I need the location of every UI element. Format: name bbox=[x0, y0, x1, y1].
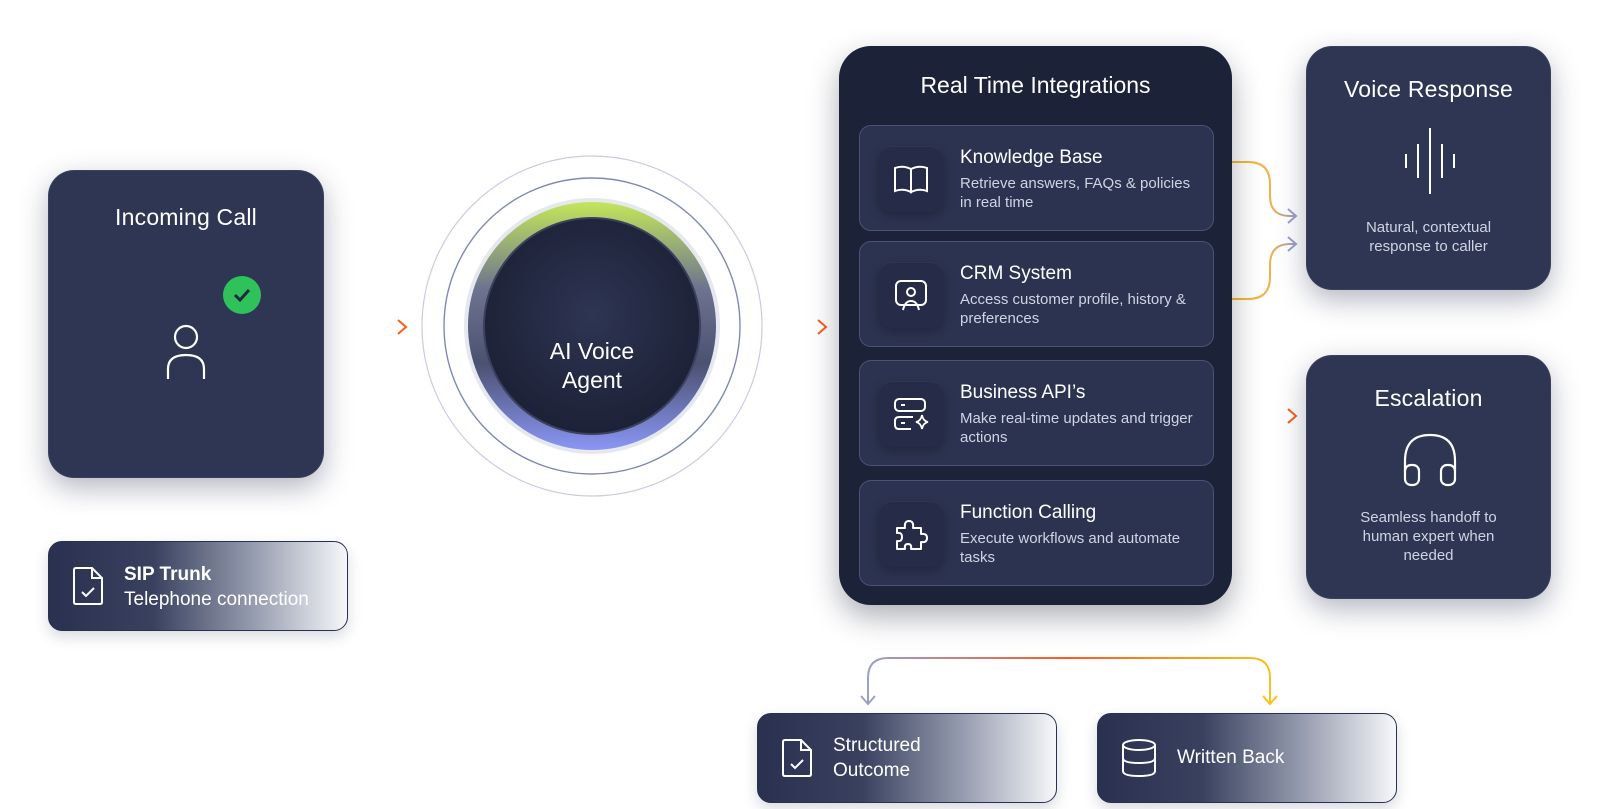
arrowhead-structured bbox=[860, 695, 876, 706]
written-back-label: Written Back bbox=[1177, 747, 1285, 768]
agent-label-line2: Agent bbox=[561, 367, 623, 393]
arrowhead-kb-to-voice bbox=[1287, 208, 1298, 224]
integration-desc: Access customer profile, history & prefe… bbox=[960, 291, 1186, 327]
crm-icon bbox=[878, 262, 944, 328]
integration-function-calling[interactable]: Function Calling Execute workflows and a… bbox=[859, 480, 1214, 586]
integration-name: CRM System bbox=[960, 263, 1072, 284]
agent-label-line1: AI Voice bbox=[549, 338, 635, 364]
sound-wave-icon bbox=[1402, 126, 1458, 201]
escalation-card: Escalation Seamless handoff to human exp… bbox=[1306, 355, 1551, 599]
voice-response-title: Voice Response bbox=[1343, 76, 1514, 102]
escalation-desc: Seamless handoff to human expert when ne… bbox=[1360, 509, 1497, 564]
integration-name: Knowledge Base bbox=[960, 147, 1103, 168]
document-check-icon bbox=[780, 738, 814, 783]
integration-desc: Retrieve answers, FAQs & policies in rea… bbox=[960, 175, 1191, 211]
integration-business-apis[interactable]: Business API’s Make real-time updates an… bbox=[859, 360, 1214, 466]
sip-trunk-pill: SIP Trunk Telephone connection bbox=[48, 541, 348, 631]
arrow-crm-to-voice bbox=[1212, 243, 1296, 300]
integration-desc: Make real-time updates and trigger actio… bbox=[960, 410, 1193, 446]
check-icon bbox=[223, 276, 261, 314]
server-sparkle-icon bbox=[878, 381, 944, 447]
integrations-panel: Real Time Integrations Knowledge Base Re… bbox=[839, 46, 1232, 605]
arrow-branch-outputs bbox=[867, 657, 1271, 704]
structured-outcome-line2: Outcome bbox=[833, 760, 911, 781]
user-icon bbox=[163, 323, 209, 386]
integration-crm-system[interactable]: CRM System Access customer profile, hist… bbox=[859, 241, 1214, 347]
sip-trunk-title: SIP Trunk bbox=[124, 564, 212, 585]
headphones-icon bbox=[1401, 431, 1459, 494]
arrowhead-agent-to-integrations bbox=[817, 319, 828, 335]
voice-response-desc: Natural, contextual response to caller bbox=[1365, 219, 1492, 255]
integration-desc: Execute workflows and automate tasks bbox=[960, 530, 1181, 566]
arrowhead-api-to-escalation bbox=[1287, 408, 1298, 424]
agent-orb bbox=[421, 155, 763, 497]
voice-response-card: Voice Response Natural, contextual respo… bbox=[1306, 46, 1551, 290]
document-check-icon bbox=[71, 566, 105, 611]
incoming-call-card: Incoming Call bbox=[48, 170, 324, 478]
sip-trunk-subtitle: Telephone connection bbox=[124, 589, 309, 610]
agent-label: AI Voice Agent bbox=[492, 337, 692, 395]
escalation-title: Escalation bbox=[1374, 385, 1483, 411]
structured-outcome-pill: Structured Outcome bbox=[757, 713, 1057, 803]
puzzle-icon bbox=[878, 501, 944, 567]
structured-outcome-line1: Structured bbox=[833, 735, 921, 756]
integration-knowledge-base[interactable]: Knowledge Base Retrieve answers, FAQs & … bbox=[859, 125, 1214, 231]
arrowhead-call-to-agent bbox=[397, 319, 408, 335]
arrowhead-written bbox=[1262, 695, 1278, 706]
arrow-kb-to-voice bbox=[1212, 161, 1296, 217]
written-back-pill: Written Back bbox=[1097, 713, 1397, 803]
integration-name: Function Calling bbox=[960, 502, 1097, 523]
book-icon bbox=[878, 146, 944, 212]
integration-name: Business API’s bbox=[960, 382, 1086, 403]
incoming-call-title: Incoming Call bbox=[115, 204, 257, 230]
integrations-title: Real Time Integrations bbox=[920, 72, 1151, 98]
arrowhead-crm-to-voice bbox=[1287, 236, 1298, 252]
database-icon bbox=[1120, 738, 1158, 783]
